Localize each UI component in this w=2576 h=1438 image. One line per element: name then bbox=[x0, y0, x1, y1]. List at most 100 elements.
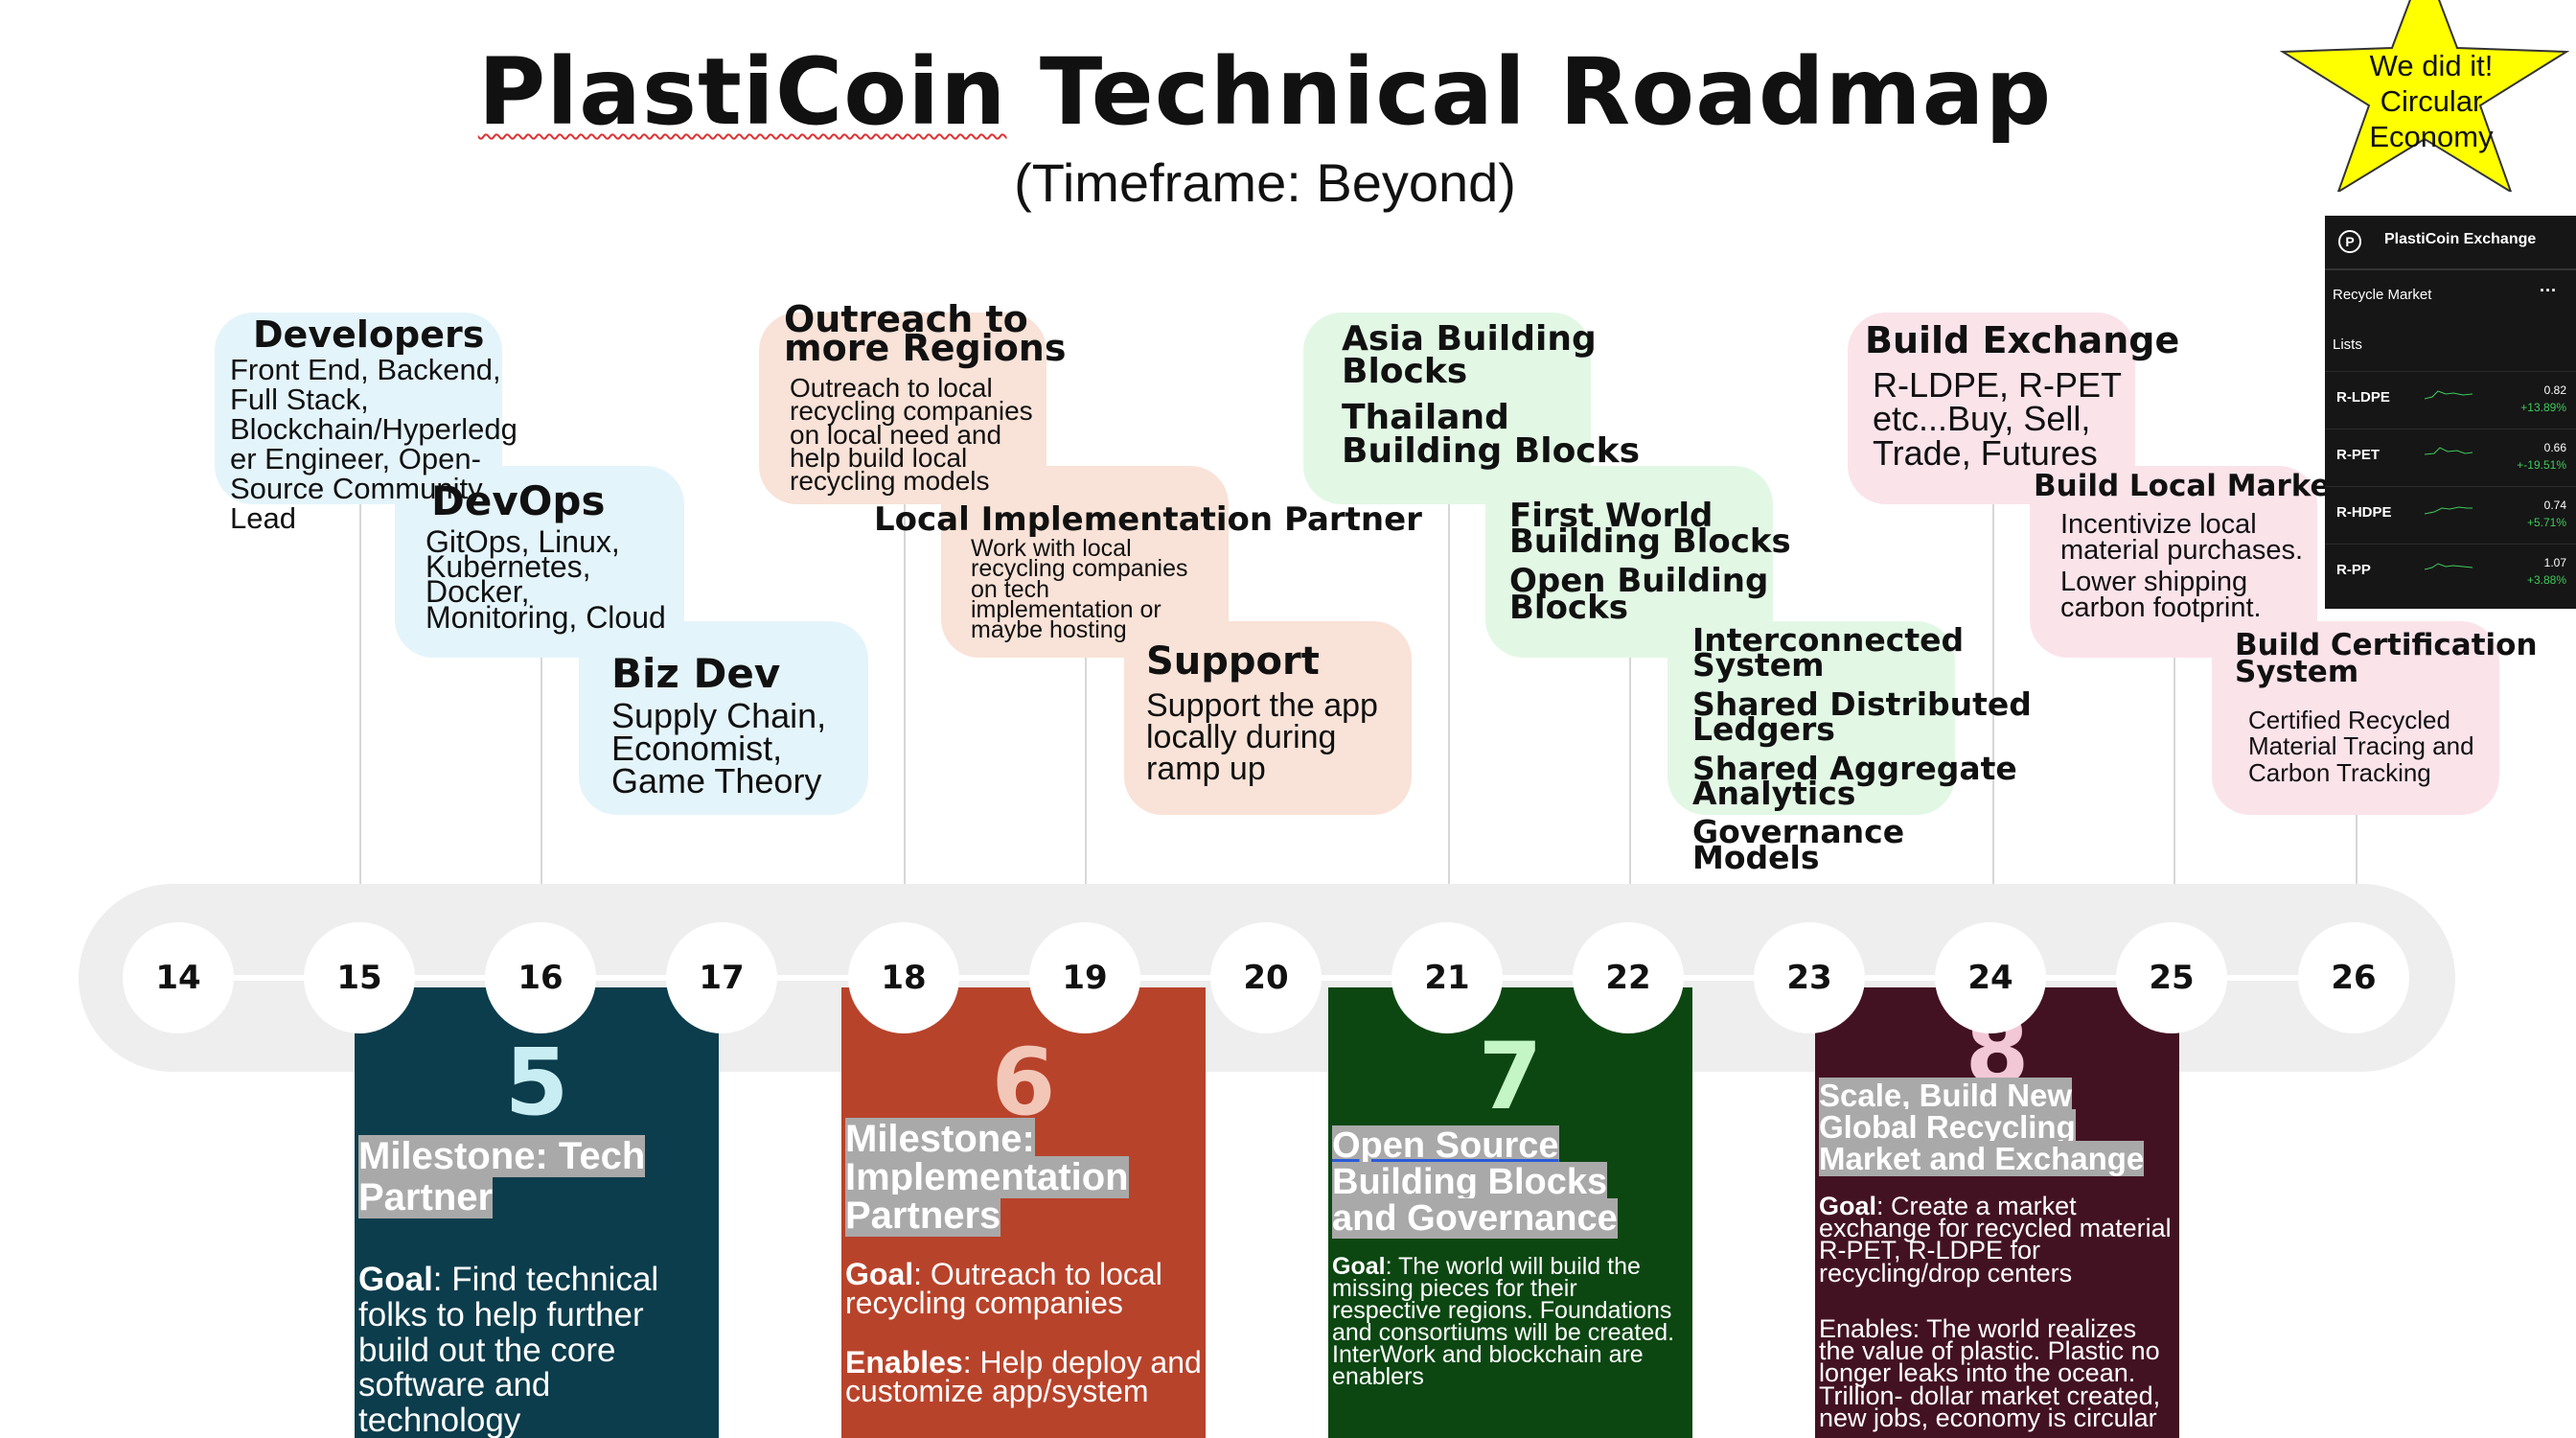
timeline-node: 18 bbox=[848, 922, 959, 1033]
text-line: on tech bbox=[971, 575, 1050, 603]
text-line: Lead bbox=[230, 501, 296, 535]
item-line: Blocks bbox=[1342, 352, 1468, 392]
market-change: +3.88% bbox=[2526, 573, 2566, 587]
exchange-title: PlastiCoin Exchange bbox=[2384, 231, 2537, 247]
text-line: Lower shipping bbox=[2060, 566, 2248, 597]
market-price: 1.07 bbox=[2543, 556, 2566, 569]
milestone-number: 5 bbox=[504, 1029, 569, 1136]
market-name: R-HDPE bbox=[2336, 504, 2392, 521]
connector-line bbox=[359, 479, 361, 930]
text-line: Blockchain/Hyperledg bbox=[230, 412, 518, 446]
devops-text: GitOps, Linux, Kubernetes, Docker, Monit… bbox=[426, 524, 666, 635]
milestone-heading: Milestone: Tech Partner bbox=[358, 1135, 646, 1219]
connector-line bbox=[2356, 805, 2358, 930]
timeline-node: 19 bbox=[1029, 922, 1140, 1033]
market-price: 0.74 bbox=[2543, 499, 2566, 512]
market-row[interactable]: R-PP 1.07+3.88% bbox=[2325, 544, 2576, 600]
text-line: maybe hosting bbox=[971, 616, 1127, 643]
exchange-subtitle: Recycle Market bbox=[2333, 287, 2432, 303]
goal-text: : Create a market exchange for recycled … bbox=[1819, 1192, 2172, 1287]
market-values: 0.82+13.89% bbox=[2520, 382, 2566, 416]
market-price: 0.82 bbox=[2543, 383, 2566, 397]
market-values: 0.74 +5.71% bbox=[2527, 497, 2566, 531]
market-values: 1.07 +3.88% bbox=[2527, 554, 2566, 589]
plasticoin-logo-icon: P bbox=[2338, 230, 2361, 253]
build-exchange-title: Build Exchange bbox=[1865, 319, 2180, 361]
item-line: Shared Distributed bbox=[1692, 684, 2032, 723]
local-impl-title: Local Implementation Partner bbox=[874, 500, 1422, 539]
support-title: Support bbox=[1146, 639, 1320, 684]
text-line: er Engineer, Open- bbox=[230, 442, 481, 475]
market-price: 0.66 bbox=[2543, 441, 2566, 454]
sparkline-icon bbox=[2425, 563, 2472, 570]
bizdev-text: Supply Chain, Economist, Game Theory bbox=[611, 698, 826, 801]
local-impl-text: Work with local recycling companies on t… bbox=[971, 535, 1188, 643]
text-line: GitOps, Linux, bbox=[426, 524, 620, 559]
timeline-node: 17 bbox=[666, 922, 777, 1033]
text-line: Certified Recycled bbox=[2248, 706, 2450, 734]
milestone-goal: Goal: The world will build the missing p… bbox=[1332, 1255, 1689, 1389]
market-change: +-19.51% bbox=[2517, 458, 2566, 472]
exchange-app-panel: P PlastiCoin Exchange Recycle Market ···… bbox=[2325, 216, 2576, 609]
star-line: Economy bbox=[2369, 120, 2494, 154]
connector-line bbox=[904, 499, 906, 930]
bizdev-title: Biz Dev bbox=[611, 650, 781, 697]
outreach-title: Outreach to more Regions bbox=[784, 298, 1066, 367]
milestone-heading: Milestone: Implementation Partners bbox=[845, 1118, 1129, 1237]
heading-line: Scale, Build New bbox=[1819, 1078, 2073, 1113]
certification-text: Certified Recycled Material Tracing and … bbox=[2248, 707, 2474, 786]
market-name: R-PET bbox=[2336, 447, 2380, 463]
heading-line: Market and Exchange bbox=[1819, 1141, 2145, 1176]
market-name: R-LDPE bbox=[2336, 389, 2390, 406]
text-line: carbon footprint. bbox=[2060, 591, 2262, 623]
bubble-interconnected bbox=[1668, 621, 1955, 815]
text-line: Monitoring, Cloud bbox=[426, 599, 666, 635]
market-values: 0.66 +-19.51% bbox=[2517, 439, 2566, 474]
market-row[interactable]: R-LDPE 0.82+13.89% bbox=[2325, 371, 2576, 428]
star-line: Circular bbox=[2380, 84, 2483, 119]
more-menu-icon[interactable]: ··· bbox=[2540, 281, 2557, 300]
text-line: Work with local bbox=[971, 535, 1132, 562]
title-line: Outreach to bbox=[784, 298, 1028, 340]
sparkline-icon bbox=[2425, 447, 2472, 455]
milestone-enables: Enables: The world realizes the value of… bbox=[1819, 1314, 2161, 1432]
item-line: Models bbox=[1692, 838, 1820, 876]
timeline-node: 22 bbox=[1573, 922, 1684, 1033]
milestone-number: 7 bbox=[1478, 1023, 1543, 1130]
title-brand: PlastiCoin bbox=[477, 38, 1007, 146]
timeline-node: 26 bbox=[2298, 922, 2409, 1033]
timeline-node: 15 bbox=[304, 922, 415, 1033]
market-change: +5.71% bbox=[2526, 516, 2566, 529]
timeline-node: 21 bbox=[1392, 922, 1503, 1033]
connector-line bbox=[1992, 460, 1994, 930]
item-line: Interconnected bbox=[1692, 621, 1965, 659]
timeline-node: 24 bbox=[1935, 922, 2046, 1033]
milestone-heading: Open Source Building Blocks and Governan… bbox=[1332, 1125, 1618, 1239]
title-line: Build Certification bbox=[2235, 628, 2538, 662]
enables-label: Enables bbox=[845, 1345, 963, 1380]
page-subtitle: (Timeframe: Beyond) bbox=[1014, 152, 1516, 213]
text-line: help build local bbox=[790, 443, 968, 474]
developers-text: Front End, Backend, Full Stack, Blockcha… bbox=[230, 355, 518, 533]
market-row[interactable]: R-PET 0.66 +-19.51% bbox=[2325, 429, 2576, 485]
milestone-8: 8 Scale, Build New Global Recycling Mark… bbox=[1815, 987, 2179, 1438]
market-row[interactable]: R-HDPE 0.74 +5.71% bbox=[2325, 486, 2576, 543]
goal-text: : Find technical folks to help further b… bbox=[358, 1261, 659, 1438]
text-line: Incentivize local bbox=[2060, 509, 2257, 540]
item-line: First World bbox=[1509, 497, 1714, 535]
timeline-node: 20 bbox=[1210, 922, 1322, 1033]
support-text: Support the app locally during ramp up bbox=[1146, 689, 1378, 785]
bubble-support bbox=[1124, 621, 1412, 815]
interconnected-items: Interconnected System Shared Distributed… bbox=[1692, 621, 2032, 876]
build-exchange-text: R-LDPE, R-PET etc...Buy, Sell, Trade, Fu… bbox=[1873, 367, 2122, 470]
local-markets-text: Incentivize local material purchases. Lo… bbox=[2060, 509, 2303, 623]
text-line: Game Theory bbox=[611, 761, 822, 801]
goal-label: Goal bbox=[358, 1261, 433, 1298]
bubble-certification bbox=[2212, 621, 2499, 815]
heading-line: Milestone: Tech bbox=[358, 1135, 646, 1177]
connector-line bbox=[540, 652, 542, 930]
timeline-node: 25 bbox=[2116, 922, 2227, 1033]
text-line: Full Stack, bbox=[230, 383, 369, 416]
milestone-goal: Goal: Outreach to local recycling compan… bbox=[845, 1259, 1202, 1319]
heading-line: and Governance bbox=[1332, 1198, 1618, 1239]
